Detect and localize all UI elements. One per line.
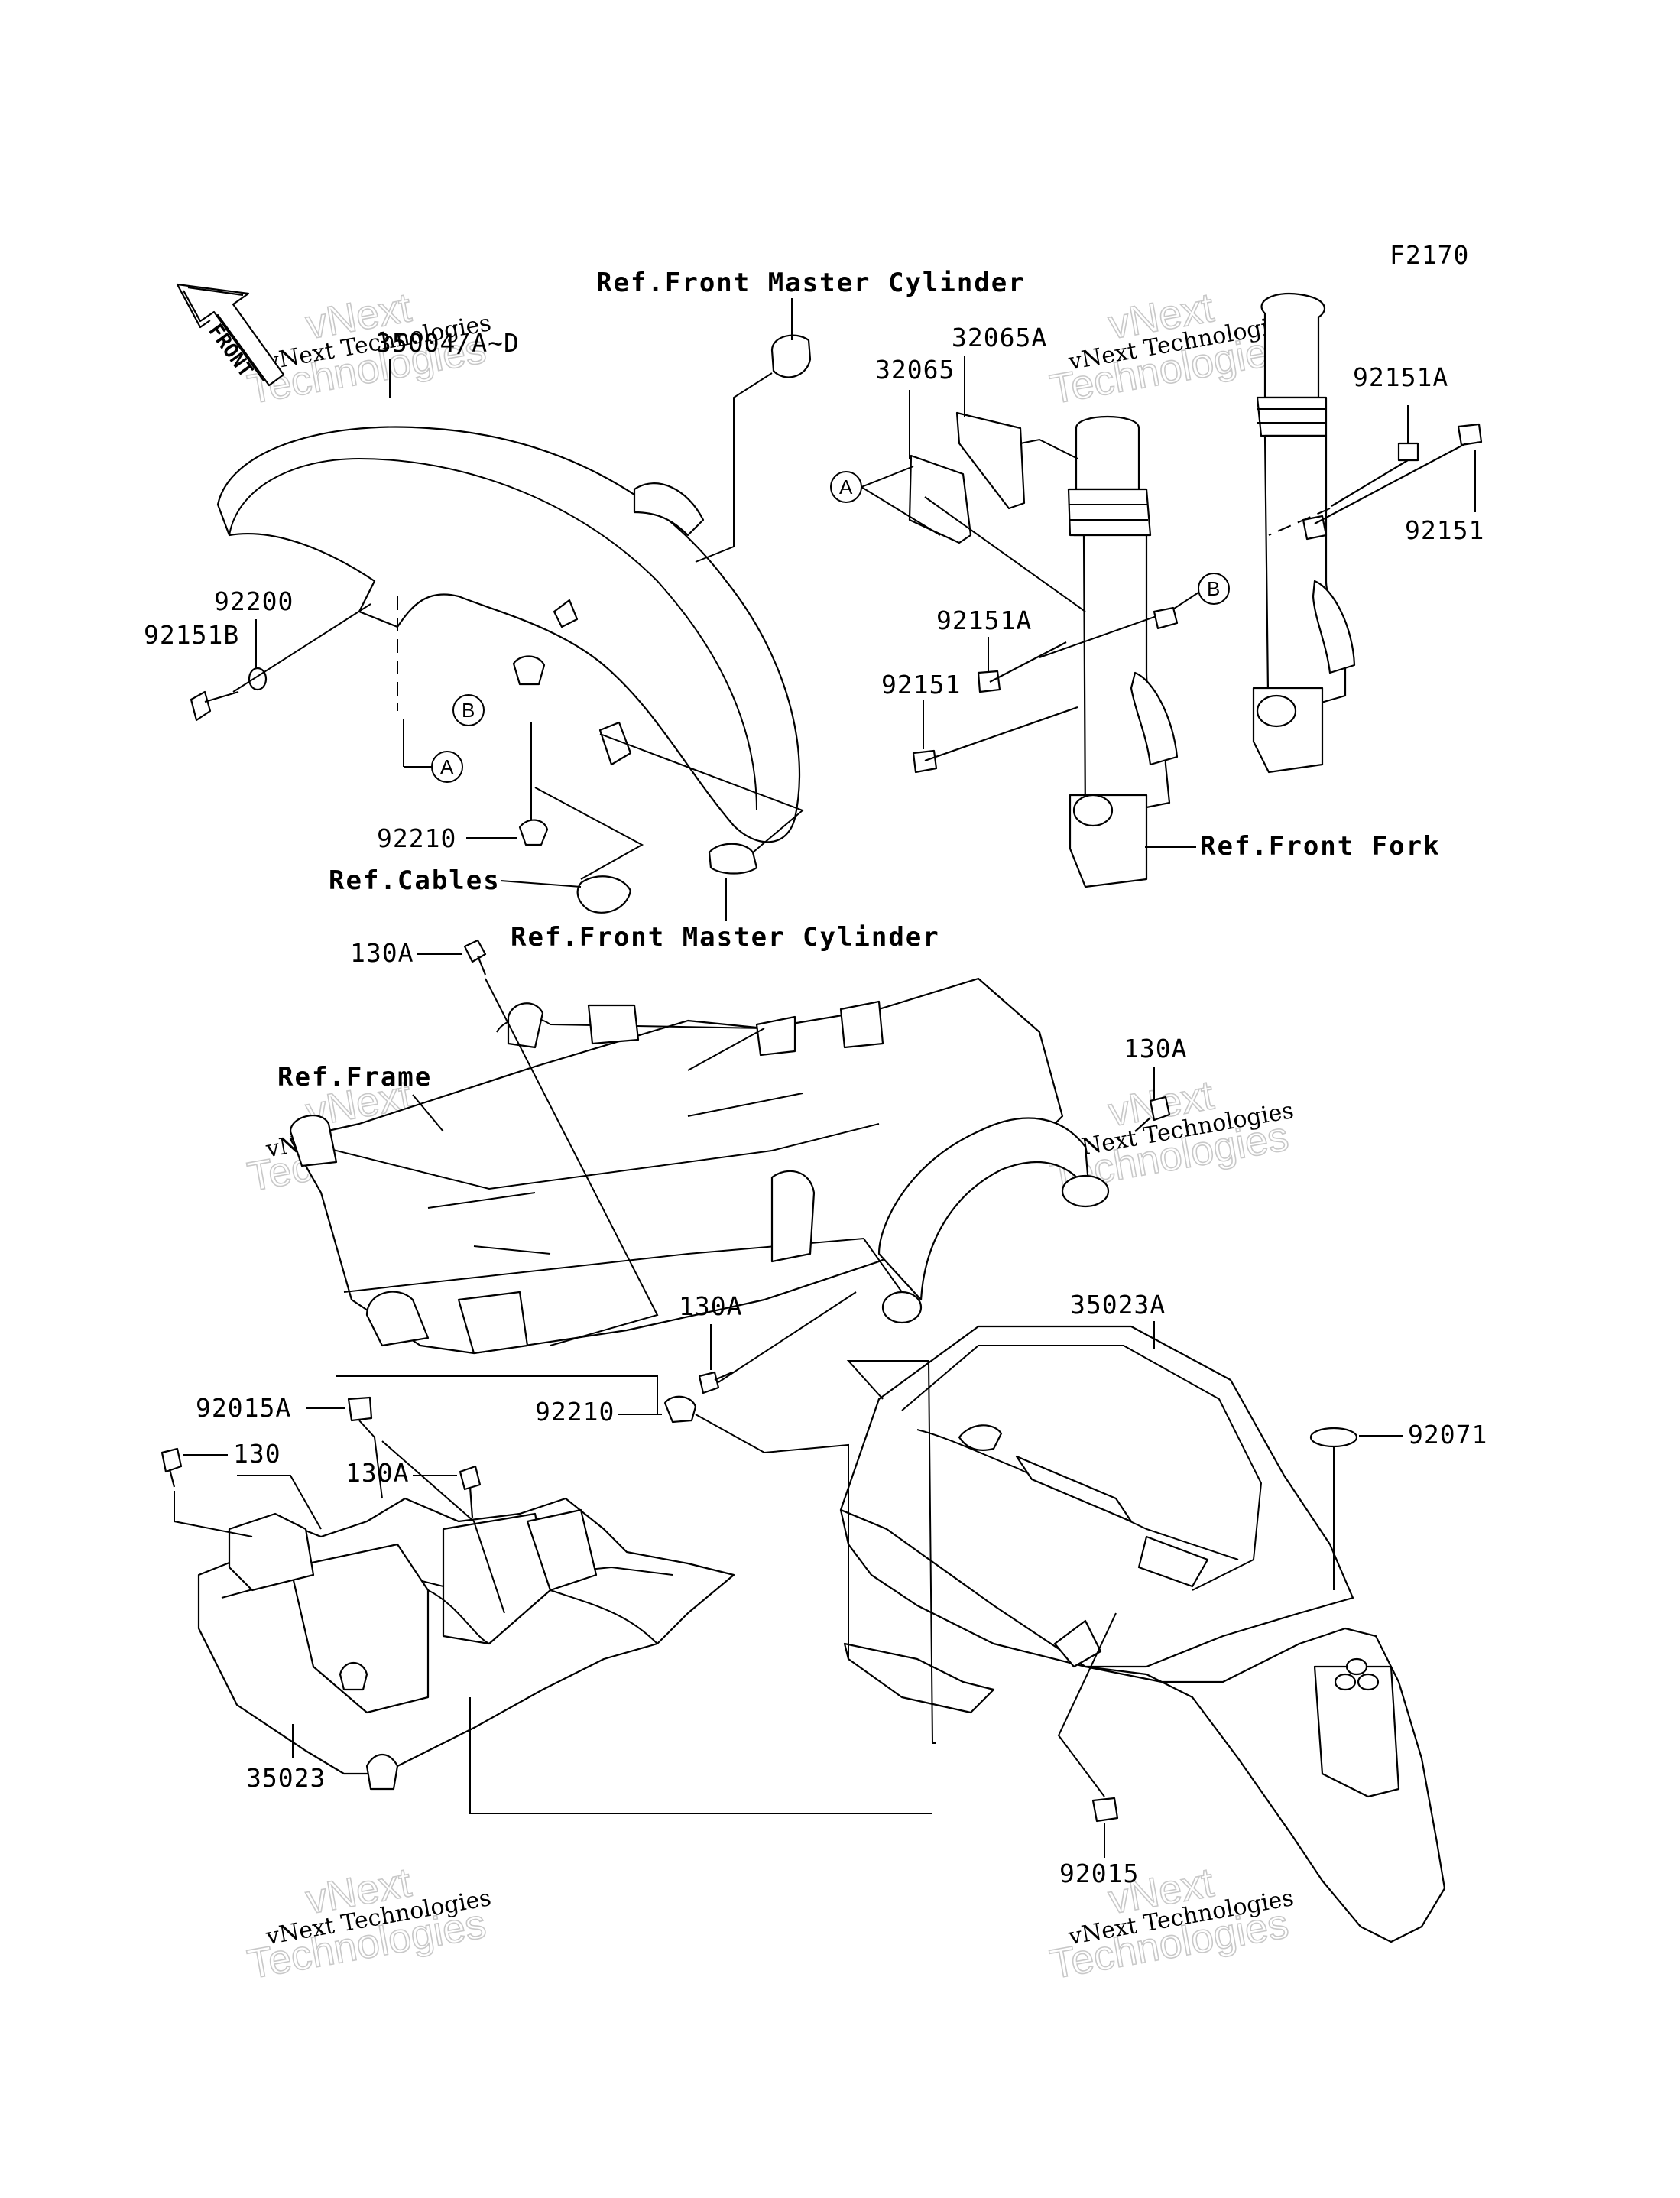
part-label-130A-right: 130A [1124, 1034, 1187, 1063]
part-label-130: 130 [233, 1439, 281, 1469]
front-fork-right [1252, 292, 1356, 774]
ref-label-cables: Ref.Cables [329, 865, 501, 896]
ref-label-master-cylinder-bottom: Ref.Front Master Cylinder [511, 922, 940, 953]
front-arrow-icon: FRONT [176, 283, 285, 387]
part-label-92071: 92071 [1408, 1420, 1487, 1450]
bolt-92151A-mid [977, 641, 1067, 693]
svg-text:B: B [462, 699, 475, 722]
part-label-92151-mid: 92151 [881, 670, 961, 700]
part-label-92151A-right: 92151A [1353, 362, 1448, 392]
part-label-35023A: 35023A [1070, 1290, 1166, 1320]
bracket-32065 [908, 454, 972, 544]
bolt-92151-mid [912, 706, 1078, 774]
part-label-92015A: 92015A [196, 1393, 291, 1423]
bolt-92151A-right [1331, 442, 1419, 507]
part-label-92015: 92015 [1059, 1859, 1139, 1888]
front-fork-left [1067, 415, 1179, 888]
hose-clamp-bottom [708, 843, 758, 875]
nut-92015 [1091, 1797, 1119, 1823]
marker-a-fender: A [431, 751, 463, 783]
spacer-92015A [347, 1396, 373, 1422]
fork-pin-left [1153, 606, 1179, 630]
clip-92210-mid [663, 1395, 697, 1424]
marker-b-fender: B [452, 694, 485, 726]
svg-text:B: B [1207, 577, 1220, 600]
washer-92200 [248, 667, 268, 691]
part-label-130A-top: 130A [350, 938, 414, 968]
part-label-92210-top: 92210 [377, 823, 456, 853]
bolt-130A-top [463, 939, 487, 976]
front-fender [216, 426, 801, 843]
fork-pin-right [1302, 515, 1328, 541]
part-label-35004: 35004/A~D [376, 328, 520, 358]
bracket-32065A [955, 411, 1026, 510]
part-label-130A-low: 130A [345, 1458, 409, 1488]
part-label-92151-right: 92151 [1405, 515, 1484, 545]
bolt-130A-right [1134, 1096, 1171, 1132]
inner-rear-fender [197, 1497, 735, 1791]
part-label-92210-mid: 92210 [535, 1397, 615, 1427]
svg-text:A: A [440, 755, 454, 778]
rear-frame [289, 977, 1110, 1355]
watermark-bottom-left: vNext Technologies vNext Technologies [244, 1859, 494, 1988]
ref-label-front-fork: Ref.Front Fork [1200, 831, 1441, 862]
clip-fender-1 [512, 655, 546, 686]
part-label-32065: 32065 [875, 355, 955, 385]
part-label-130A-mid: 130A [679, 1291, 742, 1321]
clip-92210 [518, 819, 549, 846]
cable-guide [576, 875, 632, 914]
watermark-top-right: vNext Technologies vNext Technologies [1046, 284, 1296, 413]
marker-a-fork: A [830, 471, 862, 503]
hose-clamp-top [770, 334, 812, 378]
bolt-92151B [190, 690, 239, 722]
part-label-35023: 35023 [246, 1763, 326, 1793]
part-label-92200: 92200 [214, 586, 294, 616]
ref-label-frame: Ref.Frame [277, 1062, 432, 1093]
part-label-92151A-mid: 92151A [936, 606, 1032, 635]
rear-fender [839, 1325, 1446, 1943]
ref-label-master-cylinder-top: Ref.Front Master Cylinder [596, 268, 1026, 298]
bolt-130 [161, 1447, 183, 1488]
part-label-92151B: 92151B [144, 620, 239, 650]
bolt-92151-right [1314, 423, 1483, 524]
part-label-32065A: 32065A [952, 323, 1047, 352]
diagram-code: F2170 [1390, 240, 1469, 270]
grommet-92071 [1309, 1427, 1358, 1448]
marker-b-fork: B [1198, 573, 1230, 605]
svg-text:A: A [839, 476, 853, 498]
bolt-130A-mid [698, 1371, 733, 1394]
bolt-130A-low [459, 1465, 482, 1518]
